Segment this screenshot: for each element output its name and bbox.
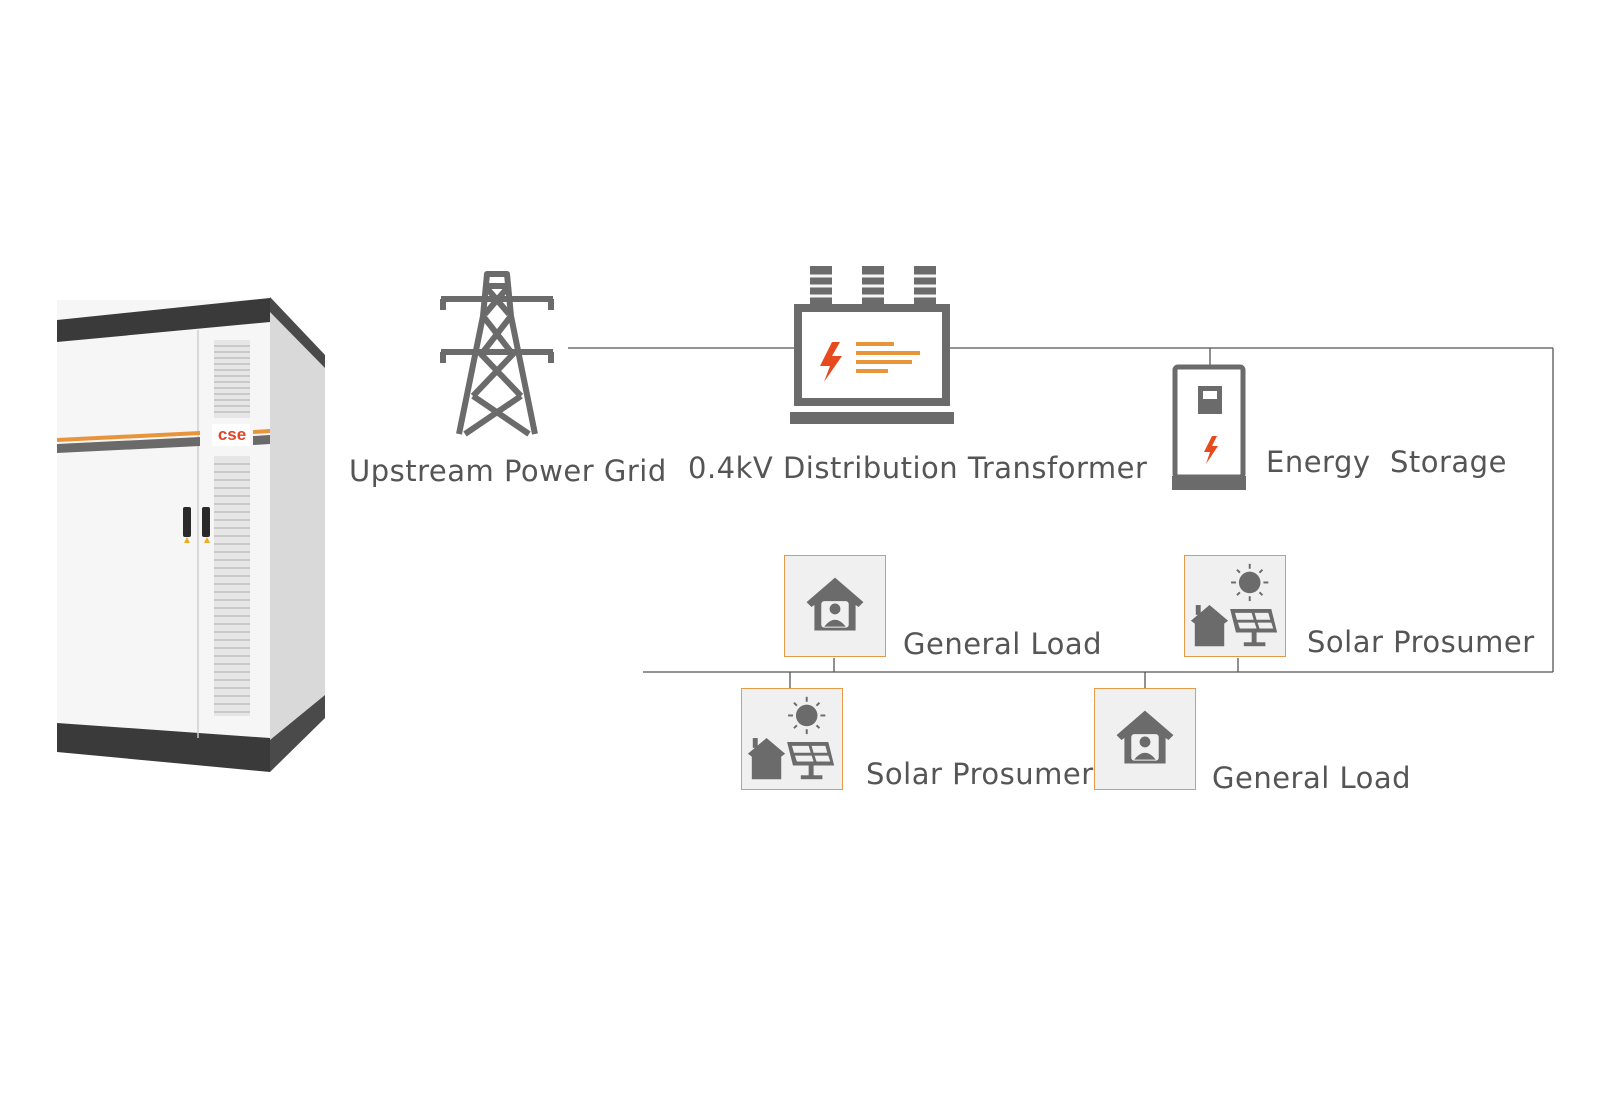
solar-house-icon	[1190, 563, 1278, 647]
label-general-load-2: General Load	[1212, 761, 1412, 795]
label-general-load-1: General Load	[903, 627, 1103, 661]
label-solar-prosumer-2: Solar Prosumer	[866, 757, 1094, 791]
label-energy-storage: Energy Storage	[1266, 445, 1507, 479]
solar-prosumer-tile-1	[1184, 555, 1286, 657]
general-load-tile-1	[784, 555, 886, 657]
energy-storage-cabinet-icon	[1172, 364, 1246, 492]
door-handle-right	[202, 507, 210, 537]
cabinet-top-frame	[57, 298, 270, 342]
brand-logo: cse	[217, 425, 247, 444]
label-solar-prosumer-1: Solar Prosumer	[1307, 625, 1535, 659]
house-user-icon	[1116, 710, 1174, 764]
solar-house-icon	[747, 696, 835, 780]
label-upstream-power-grid: Upstream Power Grid	[349, 454, 667, 488]
vent-grille-upper	[214, 340, 250, 418]
transmission-tower-icon	[437, 266, 557, 438]
general-load-tile-2	[1094, 688, 1196, 790]
solar-prosumer-tile-2	[741, 688, 843, 790]
label-distribution-transformer: 0.4kV Distribution Transformer	[688, 451, 1148, 485]
door-handle-left	[183, 507, 191, 537]
cabinet-side-panel	[270, 297, 325, 772]
vent-grille-lower	[214, 456, 250, 716]
cabinet-stripe-gray	[57, 437, 200, 453]
house-user-icon	[806, 577, 864, 631]
transformer-icon	[790, 264, 954, 424]
cabinet-stripe-orange	[57, 431, 200, 442]
cabinet-plinth	[57, 723, 270, 772]
